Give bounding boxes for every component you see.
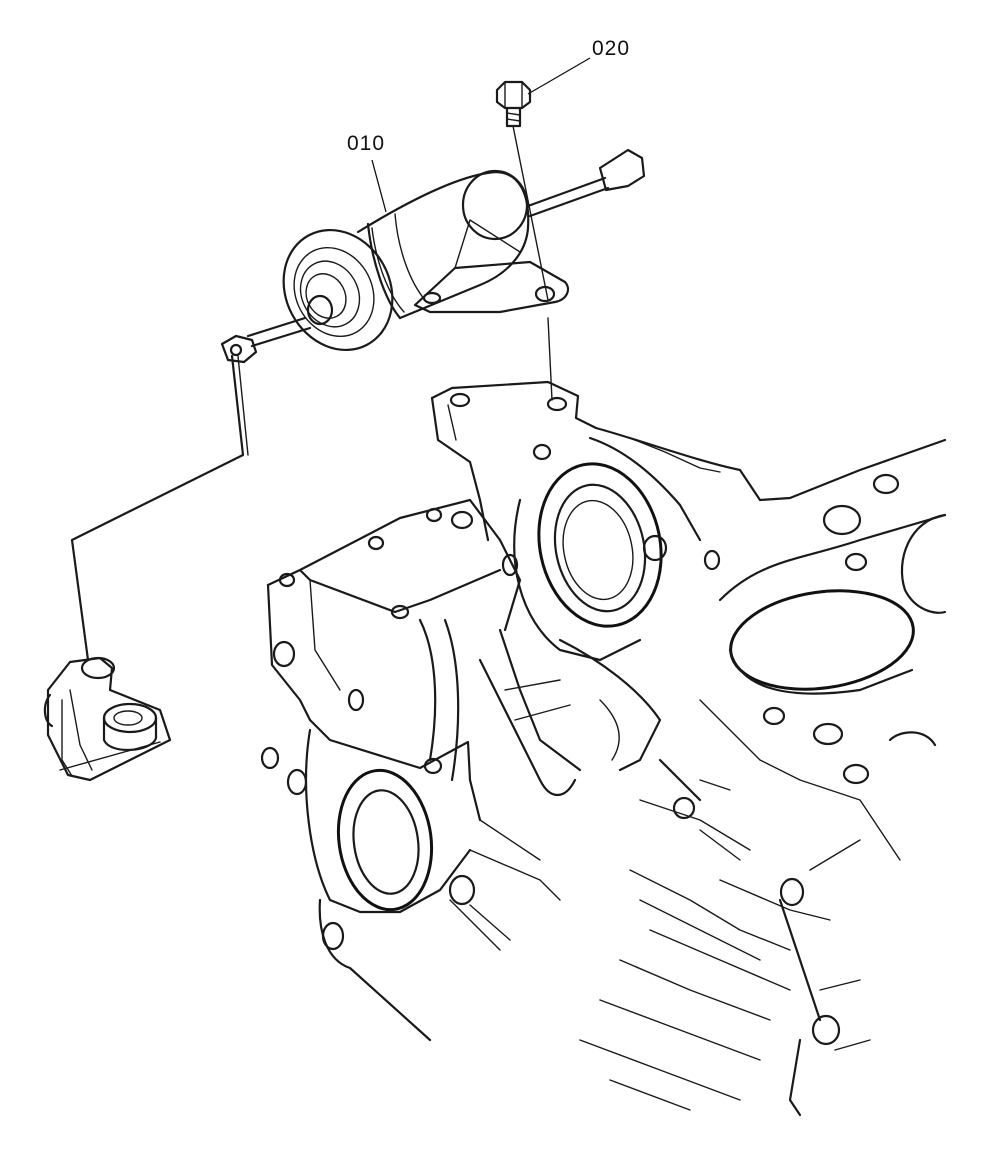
stop-solenoid-010 <box>220 148 646 364</box>
leader-lines <box>371 57 591 213</box>
linkage-rod <box>70 354 249 662</box>
lever-bracket <box>43 656 172 782</box>
leader-010 <box>371 159 387 213</box>
leader-020 <box>527 57 591 95</box>
part-number-020-label: 020 <box>592 37 631 60</box>
bolt-020 <box>495 80 553 401</box>
part-number-010-label: 010 <box>347 132 386 155</box>
engine-housing <box>260 380 947 1117</box>
